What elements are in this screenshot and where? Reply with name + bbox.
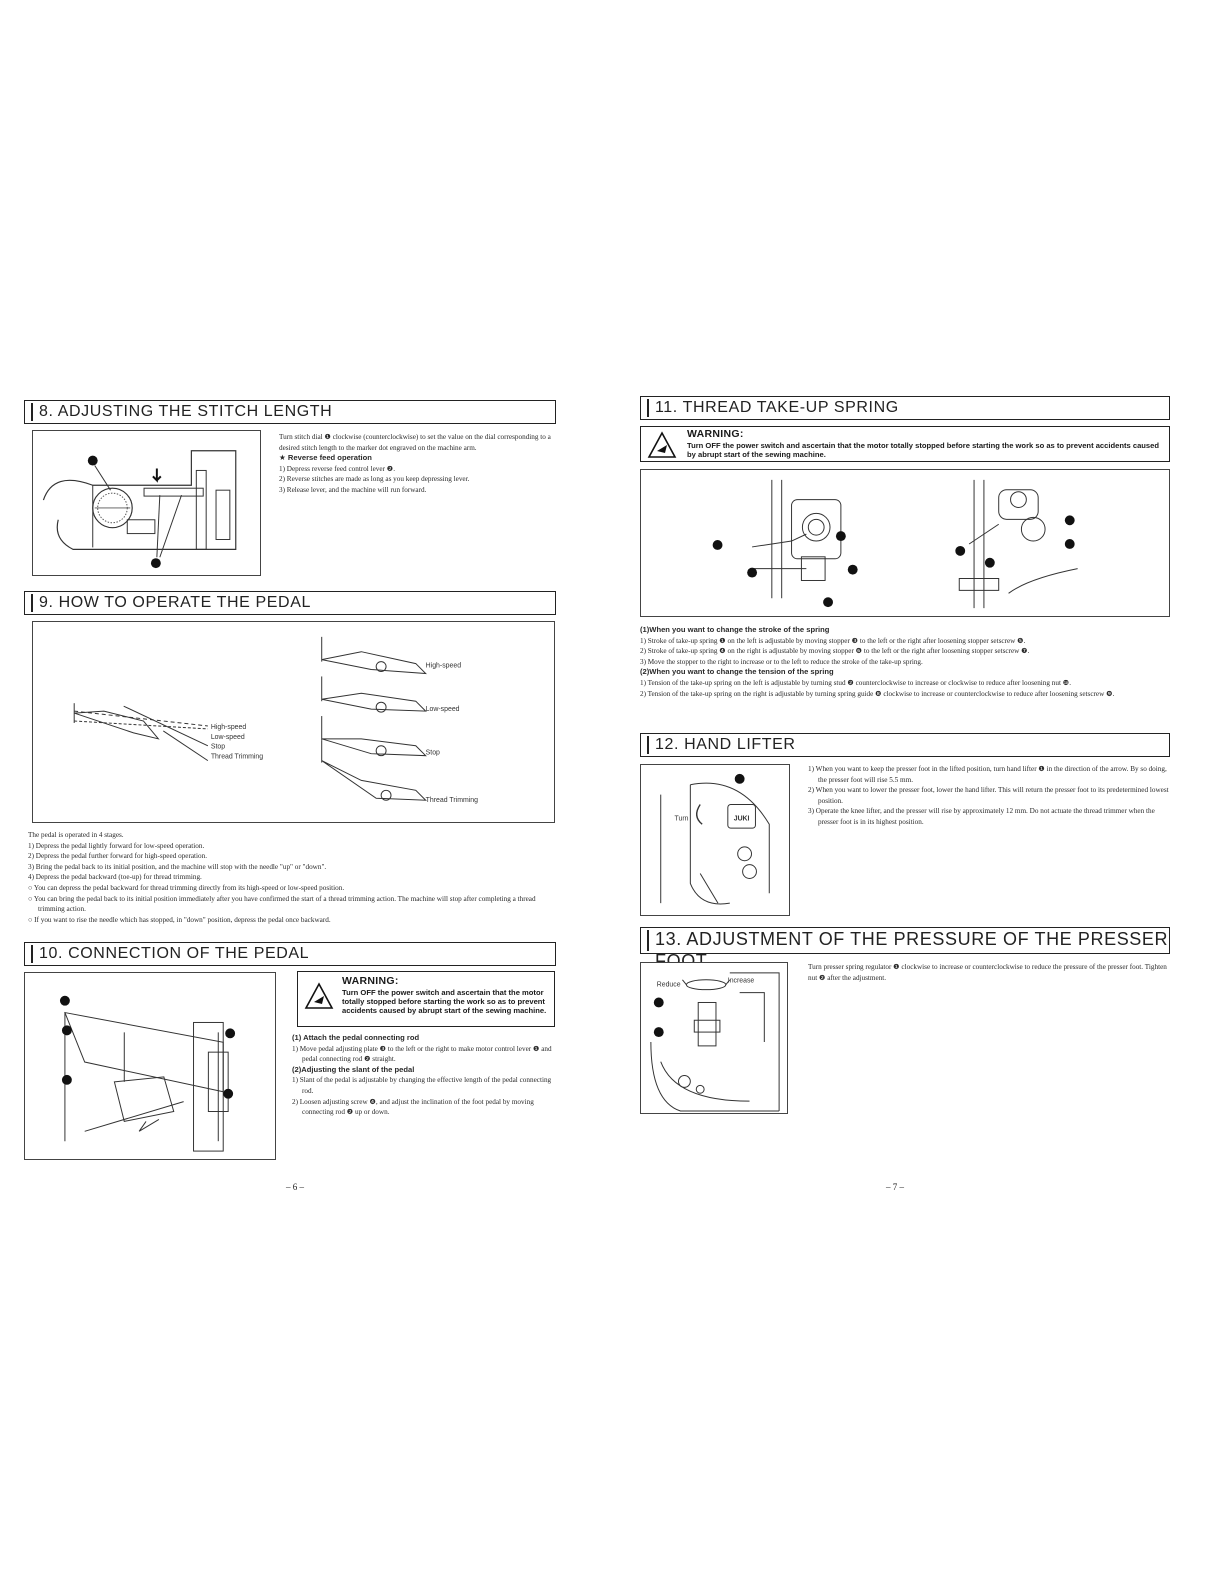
- page-number-right: – 7 –: [886, 1182, 904, 1192]
- section-11-title: 11. THREAD TAKE-UP SPRING: [655, 399, 899, 416]
- section-9-heading: 9. HOW TO OPERATE THE PEDAL: [24, 591, 556, 615]
- section-10-text: (1) Attach the pedal connecting rod 1) M…: [292, 1033, 556, 1118]
- pedal-text-line: ○ You can bring the pedal back to its in…: [28, 894, 536, 914]
- increase-label: Increase: [728, 978, 755, 985]
- take-up-spring-figure: [640, 469, 1170, 617]
- stroke-subtitle: (1)When you want to change the stroke of…: [640, 625, 830, 634]
- reduce-label: Reduce: [657, 982, 681, 989]
- section-12-text: 1) When you want to keep the presser foo…: [808, 764, 1170, 828]
- connection-sub-1: (1) Attach the pedal connecting rod: [292, 1033, 420, 1042]
- section-10-heading: 10. CONNECTION OF THE PEDAL: [24, 942, 556, 966]
- pedal-text-line: The pedal is operated in 4 stages.: [28, 831, 124, 839]
- pedal-label-low: Low-speed: [211, 734, 245, 741]
- stage-label-trim: Thread Trimming: [426, 797, 478, 804]
- warning-text: Turn OFF the power switch and ascertain …: [342, 988, 547, 1015]
- section-9-title: 9. HOW TO OPERATE THE PEDAL: [39, 594, 311, 611]
- section-11-heading: 11. THREAD TAKE-UP SPRING: [640, 396, 1170, 420]
- tension-item: 2) Tension of the take-up spring on the …: [640, 689, 1115, 698]
- hand-lifter-item: 2) When you want to lower the presser fo…: [808, 786, 1169, 805]
- stitch-dial-figure: [32, 430, 261, 576]
- pedal-connection-figure: [24, 972, 276, 1160]
- page-number-left: – 6 –: [286, 1182, 304, 1192]
- stroke-item: 1) Stroke of take-up spring ❶ on the lef…: [640, 636, 1026, 645]
- pedal-text-line: 2) Depress the pedal further forward for…: [28, 852, 208, 861]
- section-8-heading: 8. ADJUSTING THE STITCH LENGTH: [24, 400, 556, 424]
- connection-sub-2: (2)Adjusting the slant of the pedal: [292, 1064, 415, 1074]
- stage-label-low: Low-speed: [426, 706, 460, 713]
- section-12-title: 12. HAND LIFTER: [655, 736, 796, 753]
- stitch-length-intro: Turn stitch dial ❶ clockwise (counterclo…: [279, 433, 551, 452]
- pressure-text: Turn presser spring regulator ❶ clockwis…: [808, 963, 1167, 982]
- pedal-label-trim: Thread Trimming: [211, 754, 263, 761]
- warning-title: WARNING:: [342, 975, 399, 987]
- section-9-text: The pedal is operated in 4 stages. 1) De…: [28, 830, 556, 925]
- warning-triangle-icon: [304, 982, 334, 1009]
- connection-text: 1) Move pedal adjusting plate ❸ to the l…: [292, 1044, 552, 1064]
- section-8-text: Turn stitch dial ❶ clockwise (counterclo…: [279, 432, 555, 496]
- section-10-title: 10. CONNECTION OF THE PEDAL: [39, 945, 310, 962]
- section-11-text: (1)When you want to change the stroke of…: [640, 625, 1170, 699]
- juki-logo: JUKI: [734, 815, 750, 822]
- section-13-heading: 13. ADJUSTMENT OF THE PRESSURE OF THE PR…: [640, 927, 1170, 971]
- tension-subtitle: (2)When you want to change the tension o…: [640, 667, 834, 677]
- stage-label-high: High-speed: [426, 663, 462, 670]
- section-8-title: 8. ADJUSTING THE STITCH LENGTH: [39, 403, 333, 420]
- warning-triangle-icon: [647, 431, 677, 458]
- reverse-step: 3) Release lever, and the machine will r…: [279, 485, 427, 494]
- hand-lifter-item: 1) When you want to keep the presser foo…: [808, 765, 1167, 784]
- pedal-label-stop: Stop: [211, 744, 225, 751]
- pedal-label-high: High-speed: [211, 724, 247, 731]
- presser-pressure-figure: Reduce Increase: [640, 962, 788, 1114]
- stroke-item: 2) Stroke of take-up spring ❹ on the rig…: [640, 647, 1030, 656]
- spring-warning-box: WARNING: Turn OFF the power switch and a…: [640, 426, 1170, 462]
- slant-item: 2) Loosen adjusting screw ❹, and adjust …: [292, 1097, 534, 1117]
- pedal-text-line: 1) Depress the pedal lightly forward for…: [28, 841, 205, 850]
- reverse-step: 1) Depress reverse feed control lever ❷.: [279, 464, 396, 473]
- section-13-text: Turn presser spring regulator ❶ clockwis…: [808, 962, 1170, 983]
- stage-label-stop: Stop: [426, 750, 440, 757]
- hand-lifter-item: 3) Operate the knee lifter, and the pres…: [808, 807, 1155, 826]
- reverse-feed-subtitle: ★ Reverse feed operation: [279, 453, 372, 463]
- pedal-text-line: 4) Depress the pedal backward (toe-up) f…: [28, 873, 202, 882]
- hand-lifter-turn-label: Turn: [675, 815, 689, 822]
- section-12-heading: 12. HAND LIFTER: [640, 733, 1170, 757]
- stroke-item: 3) Move the stopper to the right to incr…: [640, 657, 923, 666]
- pedal-text-line: ○ If you want to rise the needle which h…: [28, 915, 331, 924]
- pedal-text-line: ○ You can depress the pedal backward for…: [28, 883, 345, 892]
- warning-text: Turn OFF the power switch and ascertain …: [687, 441, 1160, 459]
- tension-item: 1) Tension of the take-up spring on the …: [640, 678, 1072, 687]
- reverse-step: 2) Reverse stitches are made as long as …: [279, 475, 470, 484]
- pedal-text-line: 3) Bring the pedal back to its initial p…: [28, 862, 327, 871]
- pedal-operation-figure: High-speed Low-speed Stop Thread Trimmin…: [32, 621, 555, 823]
- slant-item: 1) Slant of the pedal is adjustable by c…: [292, 1076, 552, 1095]
- warning-title: WARNING:: [687, 428, 744, 440]
- pedal-warning-box: WARNING: Turn OFF the power switch and a…: [297, 971, 555, 1027]
- hand-lifter-figure: Turn JUKI: [640, 764, 790, 916]
